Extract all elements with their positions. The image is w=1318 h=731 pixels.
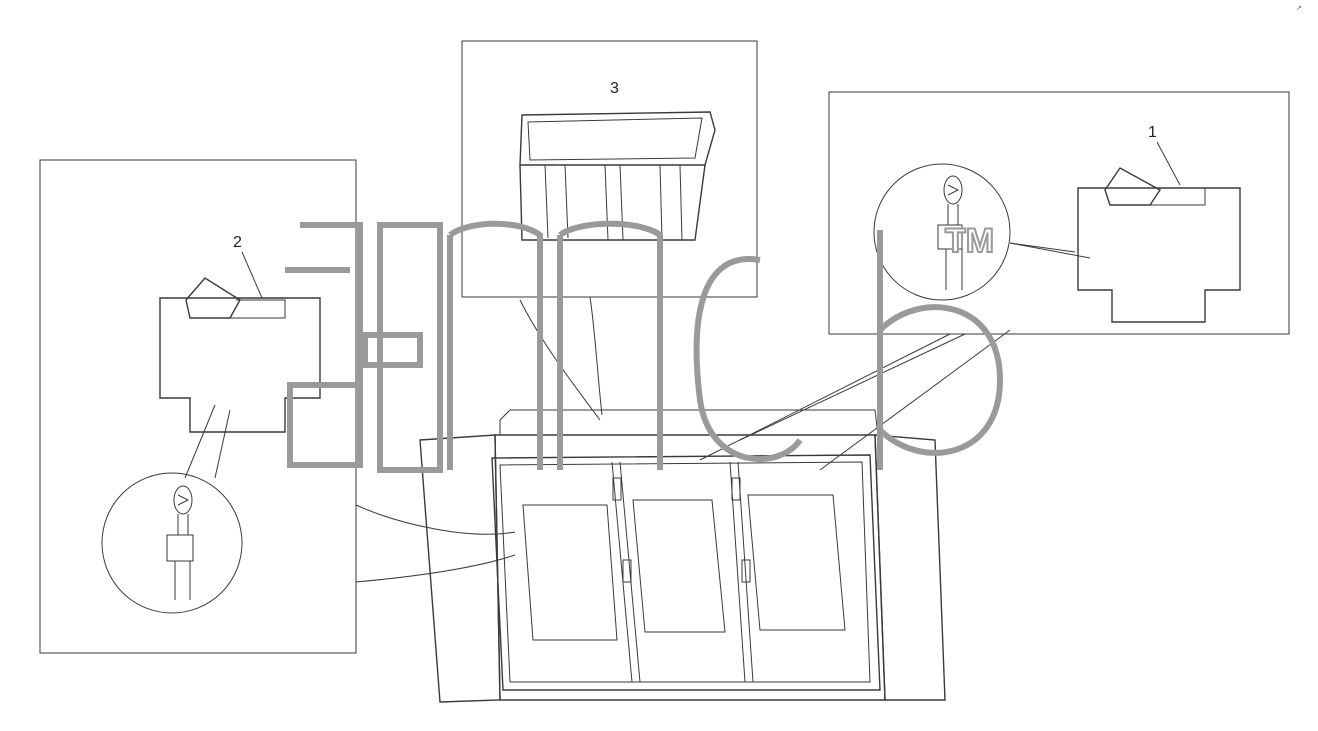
callout-3: 3 [610, 80, 619, 97]
callout-1-leader [1156, 141, 1181, 186]
callout-2: 2 [233, 234, 242, 251]
part-2-switch [159, 277, 321, 433]
callout-2-leader [241, 251, 263, 299]
callout-1: 1 [1148, 124, 1157, 141]
switch-panel [419, 409, 946, 703]
detail-box-1 [828, 91, 1290, 335]
bulb-detail-1 [873, 163, 1011, 301]
leader-lines [355, 242, 1091, 583]
bulb-detail-2 [101, 404, 243, 614]
part-3-frame [519, 111, 716, 241]
corner-mark: ↗ [1296, 5, 1302, 12]
watermark-logo [285, 220, 1004, 473]
watermark-tm: TM [945, 222, 994, 260]
detail-box-2 [39, 159, 357, 654]
detail-box-3 [461, 40, 758, 298]
part-1-switch [1077, 167, 1241, 323]
